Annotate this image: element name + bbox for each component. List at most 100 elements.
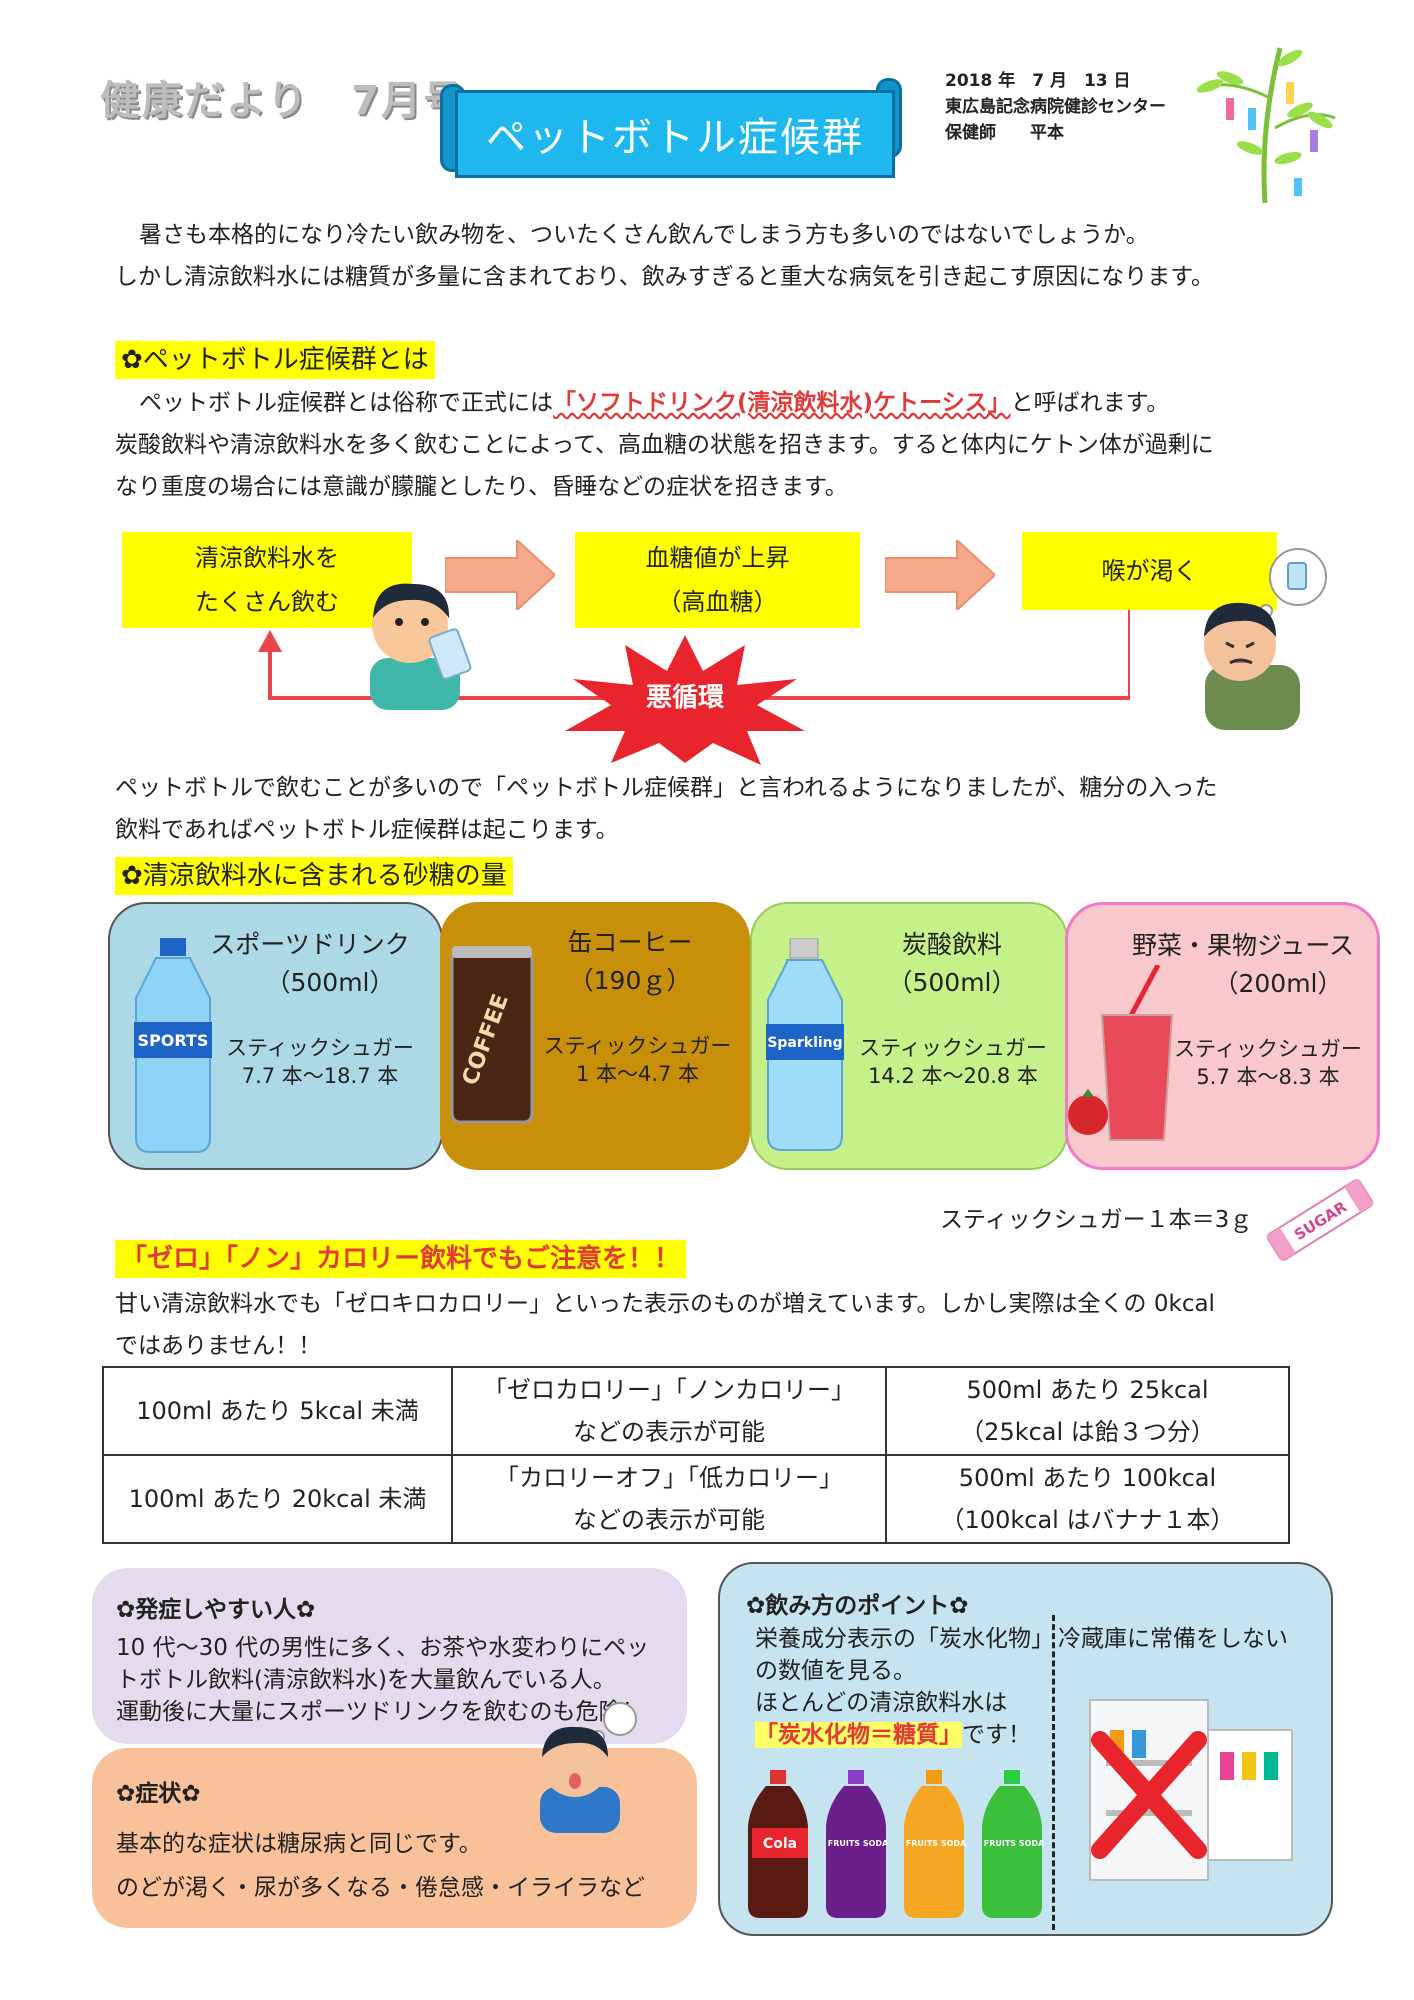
section1-line-2: 炭酸飲料や清涼飲料水を多く飲むことによって、高血糖の状態を招きます。すると体内に… (115, 432, 1214, 458)
cycle-step-thirst-label: 喉が渇く (1101, 557, 1198, 585)
note-line-2: 飲料であればペットボトル症候群は起こります。 (115, 817, 619, 843)
tips-title: ✿飲み方のポイント✿ (746, 1593, 969, 1619)
sugar-card-sports: SPORTS スポーツドリンク （500ml） スティックシュガー 7.7 本～… (108, 902, 443, 1170)
intro-line-2: しかし清涼飲料水には糖質が多量に含まれており、飲みすぎると重大な病気を引き起こす… (115, 264, 1214, 290)
cycle-arrow-2 (885, 540, 995, 610)
section3-line-1: 甘い清涼飲料水でも「ゼロキロカロリー」といった表示のものが増えています。しかし実… (115, 1291, 1215, 1317)
table-cell-example: 500ml あたり 100kcal （100kcal はバナナ１本） (885, 1454, 1290, 1544)
section-heading-sugar-amount: ✿清涼飲料水に含まれる砂糖の量 (115, 857, 513, 895)
organization: 東広島記念病院健診センター (945, 97, 1166, 117)
section-heading-zero-calorie: 「ゼロ」「ノン」カロリー飲料でもご注意を！！ (115, 1240, 687, 1278)
cycle-step-blood-sugar-line1: 血糖値が上昇 (645, 544, 790, 572)
newsletter-series-title: 健康だより 7月号 (100, 78, 466, 124)
vicious-cycle-label: 悪循環 (645, 683, 724, 713)
section1-body: ペットボトル症候群とは俗称で正式には「ソフトドリンク(清涼飲料水)ケトーシス」と… (115, 382, 1335, 508)
table-cell-example-line2: （25kcal は飴３つ分） (960, 1418, 1215, 1446)
table-cell-example-line2: （100kcal はバナナ１本） (940, 1506, 1235, 1534)
cycle-step-drink-line1: 清涼飲料水を (195, 544, 339, 572)
sugar-card-juice: 野菜・果物ジュース （200ml） スティックシュガー 5.7 本～8.3 本 (1065, 902, 1380, 1170)
table-cell-example-line1: 500ml あたり 100kcal (958, 1464, 1217, 1492)
sugar-card-sports-name: スポーツドリンク (210, 930, 410, 959)
section3-title: 「ゼロ」「ノン」カロリー飲料でもご注意を！！ (115, 1240, 687, 1278)
tips-divider (1052, 1615, 1055, 1930)
sugar-card-juice-label: スティックシュガー (1174, 1037, 1362, 1061)
symptoms-title: ✿症状✿ (116, 1781, 201, 1807)
table-cell-threshold: 100ml あたり 20kcal 未満 (102, 1454, 453, 1544)
juice-glass-icon (1068, 965, 1174, 1141)
table-cell-label-line1: 「カロリーオフ」「低カロリー」 (495, 1464, 843, 1492)
cycle-step-drink: 清涼飲料水を たくさん飲む (122, 532, 412, 628)
tips-left-column: 栄養成分表示の「炭水化物」 の数値を見る。 ほとんどの清涼飲料水は 「炭水化物＝… (755, 1623, 1055, 1751)
page-title: ペットボトル症候群 (455, 90, 895, 178)
note: ペットボトルで飲むことが多いので「ペットボトル症候群」と言われるようになりました… (115, 767, 1335, 851)
tanabata-bamboo-icon (1196, 47, 1336, 204)
refrigerator-no-icon (1089, 1699, 1293, 1881)
header-meta: 2018 年 7 月 13 日 東広島記念病院健診センター 保健師 平本 (945, 68, 1166, 146)
sugar-card-soda-label: スティックシュガー (859, 1036, 1047, 1060)
section3-body: 甘い清涼飲料水でも「ゼロキロカロリー」といった表示のものが増えています。しかし実… (115, 1283, 1355, 1367)
sugar-card-sports-amount: （500ml） (265, 968, 395, 997)
calorie-label-table: 100ml あたり 5kcal 未満 「ゼロカロリー」「ノンカロリー」 などの表… (102, 1366, 1290, 1544)
risk-line-1: 10 代～30 代の男性に多く、お茶や水変わりにペッ (116, 1635, 650, 1661)
sugar-card-coffee-amount: （190ｇ） (568, 966, 692, 995)
intro: 暑さも本格的になり冷たい飲み物を、ついたくさん飲んでしまう方も多いのではないでし… (115, 214, 1315, 298)
table-row: 100ml あたり 5kcal 未満 「ゼロカロリー」「ノンカロリー」 などの表… (102, 1366, 1290, 1456)
bottle-label-orange: FRUITS SODA (906, 1839, 967, 1848)
bottle-label-cola: Cola (763, 1836, 797, 1852)
section2-title: ✿清涼飲料水に含まれる砂糖の量 (115, 857, 513, 895)
table-cell-label: 「ゼロカロリー」「ノンカロリー」 などの表示が可能 (451, 1366, 887, 1456)
table-cell-threshold: 100ml あたり 5kcal 未満 (102, 1366, 453, 1456)
sugar-card-coffee-label: スティックシュガー (543, 1034, 732, 1058)
note-line-1: ペットボトルで飲むことが多いので「ペットボトル症候群」と言われるようになりました… (115, 775, 1218, 801)
formal-name-term: 「ソフトドリンク(清涼飲料水)ケトーシス」 (553, 390, 1011, 416)
sparkling-bottle-icon: Sparkling (766, 938, 844, 1151)
cycle-step-blood-sugar-line2: （高血糖） (657, 588, 778, 616)
thirsty-man-icon (1204, 548, 1327, 730)
table-cell-example: 500ml あたり 25kcal （25kcal は飴３つ分） (885, 1366, 1290, 1456)
risk-line-3: 運動後に大量にスポーツドリンクを飲むのも危険！ (116, 1699, 645, 1725)
sugar-card-coffee: COFFEE 缶コーヒー （190ｇ） スティックシュガー 1 本～4.7 本 (440, 902, 750, 1170)
sugar-card-juice-amount: （200ml） (1213, 969, 1343, 998)
tips-left-line-2: の数値を見る。 (755, 1658, 916, 1684)
intro-line-1: 暑さも本格的になり冷たい飲み物を、ついたくさん飲んでしまう方も多いのではないでし… (139, 222, 1149, 248)
sugar-card-soda-range: 14.2 本～20.8 本 (868, 1064, 1038, 1088)
boy-drinking-icon (370, 583, 472, 710)
tips-left-post: です！ (962, 1722, 1031, 1748)
risk-title: ✿発症しやすい人✿ (116, 1597, 316, 1623)
sugar-card-soda: Sparkling 炭酸飲料 （500ml） スティックシュガー 14.2 本～… (750, 902, 1068, 1170)
section-title: ✿ペットボトル症候群とは (115, 341, 435, 379)
table-cell-label: 「カロリーオフ」「低カロリー」 などの表示が可能 (451, 1454, 887, 1544)
tired-boy-icon (540, 1702, 637, 1833)
cycle-arrow-1 (445, 540, 555, 610)
section1-line-3: なり重度の場合には意識が朦朧としたり、昏睡などの症状を招きます。 (115, 474, 848, 500)
section-heading-pet-bottle-syndrome: ✿ペットボトル症候群とは (115, 341, 435, 379)
table-cell-label-line2: などの表示が可能 (573, 1506, 765, 1534)
table-cell-label-line1: 「ゼロカロリー」「ノンカロリー」 (483, 1376, 855, 1404)
tips-left-line-1: 栄養成分表示の「炭水化物」 (755, 1626, 1054, 1652)
symptoms-line-2: のどが渇く・尿が多くなる・倦怠感・イライラなど (116, 1875, 645, 1901)
sugar-card-soda-amount: （500ml） (887, 968, 1017, 997)
sugar-stick-icon: SUGAR (1266, 1178, 1374, 1262)
cycle-step-blood-sugar: 血糖値が上昇 （高血糖） (575, 532, 860, 628)
cycle-step-drink-line2: たくさん飲む (195, 588, 339, 616)
issue-date: 2018 年 7 月 13 日 (945, 71, 1131, 91)
sugar-card-soda-name: 炭酸飲料 (901, 930, 1002, 959)
bottle-label-grape: FRUITS SODA (828, 1839, 889, 1848)
bottle-label-melon: FRUITS SODA (984, 1839, 1045, 1848)
tips-left-line-3: ほとんどの清涼飲料水は (755, 1690, 1008, 1716)
table-row: 100ml あたり 20kcal 未満 「カロリーオフ」「低カロリー」 などの表… (102, 1454, 1290, 1544)
sparkling-badge-text: Sparkling (767, 1035, 842, 1051)
symptoms-line-1: 基本的な症状は糖尿病と同じです。 (116, 1831, 482, 1857)
definition-pre: ペットボトル症候群とは俗称で正式には (139, 390, 553, 416)
soda-bottles-icon: Cola FRUITS SODA FRUITS SODA FRUITS SODA (748, 1770, 1045, 1918)
sugar-card-sports-range: 7.7 本～18.7 本 (241, 1064, 399, 1088)
carb-equals-sugar: 「炭水化物＝糖質」 (755, 1722, 962, 1748)
stick-sugar-footnote: スティックシュガー１本＝3ｇ (940, 1207, 1253, 1233)
sugar-card-juice-range: 5.7 本～8.3 本 (1196, 1065, 1340, 1089)
risk-line-2: トボトル飲料(清涼飲料水)を大量飲んでいる人。 (116, 1667, 616, 1693)
table-cell-example-line1: 500ml あたり 25kcal (966, 1376, 1209, 1404)
vicious-cycle-burst-icon (565, 635, 805, 765)
cycle-step-thirst: 喉が渇く (1022, 532, 1277, 610)
table-cell-label-line2: などの表示が可能 (573, 1418, 765, 1446)
definition-post: と呼ばれます。 (1010, 390, 1170, 416)
